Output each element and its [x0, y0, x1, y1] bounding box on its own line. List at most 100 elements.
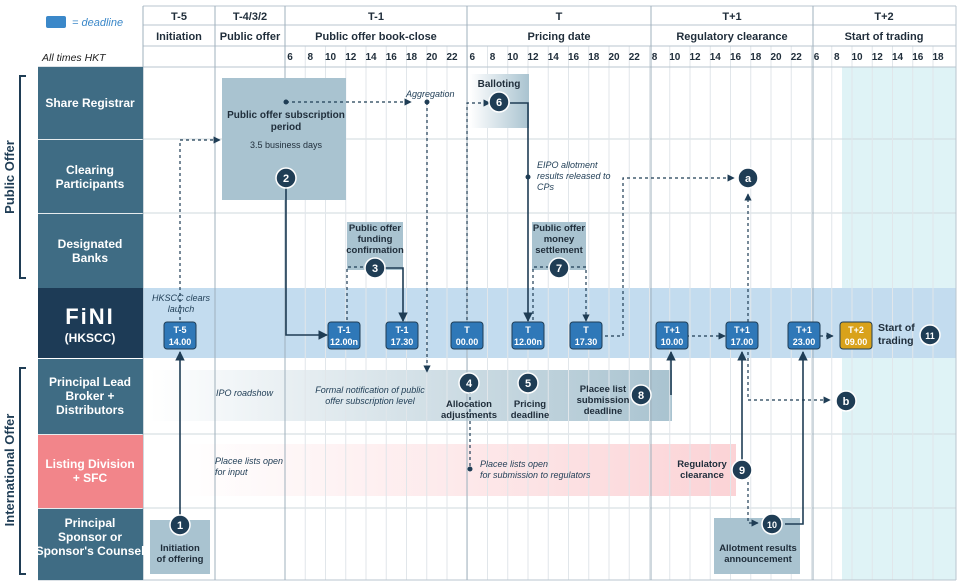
step-number: 1 [177, 520, 183, 532]
deadline-time: 10.00 [661, 337, 684, 347]
day-header: T-1 [368, 11, 384, 23]
hour-tick: 22 [446, 52, 458, 63]
row-header-designated-banks [38, 214, 143, 288]
phase-header: Pricing date [528, 31, 591, 43]
hour-tick: 20 [770, 52, 782, 63]
day-header: T-5 [171, 11, 187, 23]
solid-connectors [175, 102, 808, 525]
hour-tick: 16 [912, 52, 924, 63]
deadline-box [511, 321, 545, 350]
row-header-share-registrar [38, 67, 143, 139]
hour-tick: 8 [834, 52, 840, 63]
deadline-day: T [583, 325, 589, 335]
step-number: 2 [283, 173, 289, 185]
row-header-fini [38, 288, 143, 358]
deadline-day: T-5 [173, 325, 186, 335]
phase-header: Initiation [156, 31, 202, 43]
header-grid [38, 5, 957, 581]
deadline-time: 17.30 [391, 337, 414, 347]
deadline-box [655, 321, 689, 350]
balloting-label: Balloting [478, 79, 521, 90]
dashed-connectors [179, 98, 834, 527]
step-circle [835, 390, 857, 412]
roadshow-note: IPO roadshow [216, 388, 274, 398]
step-circle [488, 91, 510, 113]
row-header-broker [38, 359, 143, 434]
hour-tick: 16 [386, 52, 398, 63]
deadline-time: 12.00n [330, 337, 358, 347]
step-number: b [843, 396, 850, 408]
deadline-day: T+1 [796, 325, 812, 335]
hour-tick: 18 [588, 52, 600, 63]
day-header: T+1 [722, 11, 741, 23]
row-header-sponsor [38, 509, 143, 580]
connector-dot [283, 99, 289, 105]
deadline-day: T [525, 325, 531, 335]
step-number: 4 [466, 378, 473, 390]
hour-tick: 16 [730, 52, 742, 63]
day-header: T-4/3/2 [233, 11, 267, 23]
step-circle [364, 257, 386, 279]
deadline-time: 14.00 [169, 337, 192, 347]
hour-tick: 6 [469, 52, 475, 63]
deadline-box [787, 321, 821, 350]
hour-tick: 10 [325, 52, 337, 63]
hour-tick: 20 [426, 52, 438, 63]
deadline-time: 23.00 [793, 337, 816, 347]
day-header: T [556, 11, 563, 23]
hour-tick: 18 [406, 52, 418, 63]
step-number: 10 [767, 520, 777, 530]
connector-dot [424, 99, 430, 105]
step-number: 11 [925, 331, 935, 341]
deadline-day: T+1 [664, 325, 680, 335]
step-circle [761, 513, 783, 535]
hour-tick: 10 [851, 52, 863, 63]
phase-header: Public offer book-close [315, 31, 437, 43]
phase-header: Public offer [220, 31, 281, 43]
allotment-box [714, 518, 800, 574]
hour-tick: 10 [507, 52, 519, 63]
hour-tick: 16 [568, 52, 580, 63]
hour-tick: 10 [669, 52, 681, 63]
hour-tick: 8 [490, 52, 496, 63]
step-number: 5 [525, 378, 531, 390]
timezone-note: All times HKT [41, 52, 107, 64]
hour-tick: 22 [629, 52, 641, 63]
hour-tick: 14 [892, 52, 904, 63]
deadline-time: 00.00 [456, 337, 479, 347]
deadline-day: T [464, 325, 470, 335]
broker-band [150, 370, 672, 421]
hour-tick: 12 [689, 52, 701, 63]
legend-label: = deadline [72, 17, 123, 29]
hour-tick: 14 [548, 52, 560, 63]
step-circle [517, 372, 539, 394]
phase-header: Start of trading [845, 31, 924, 43]
hour-tick: 22 [791, 52, 803, 63]
deadline-box [163, 321, 197, 350]
step-circle [458, 372, 480, 394]
hour-tick: 8 [652, 52, 658, 63]
step-number: 6 [496, 97, 502, 109]
step-circle [919, 324, 941, 346]
step-circle [737, 167, 759, 189]
hour-tick: 12 [872, 52, 884, 63]
step-circle [275, 167, 297, 189]
step-number: 9 [739, 465, 745, 477]
deadline-box [327, 321, 361, 350]
regulator-band [180, 444, 736, 496]
hour-tick: 14 [710, 52, 722, 63]
deadline-day: T-1 [337, 325, 350, 335]
